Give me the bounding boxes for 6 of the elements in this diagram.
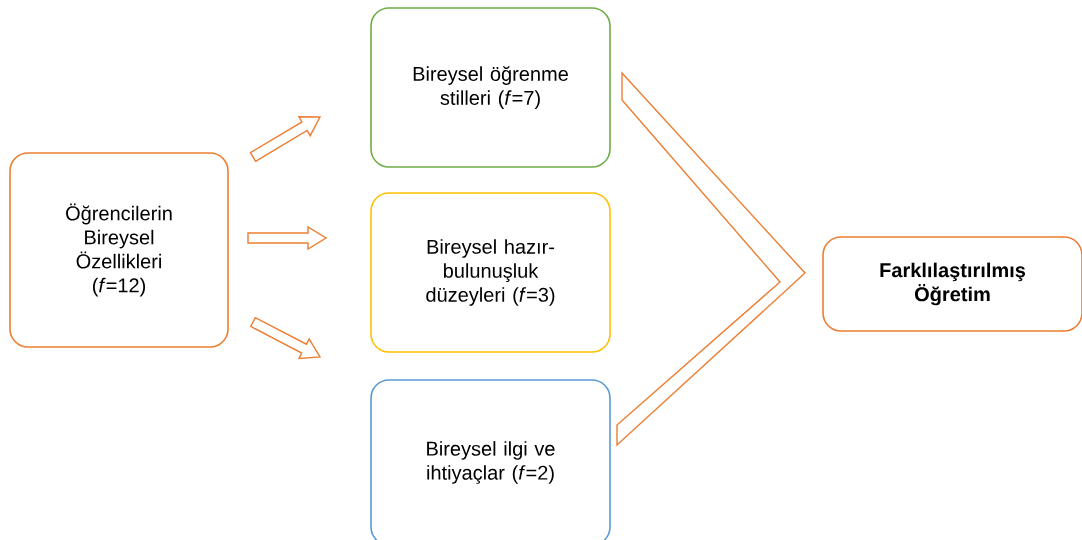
process-box: Farklılaştırılmış Öğretim <box>822 236 1082 332</box>
process-box: Bireysel hazır-bulunuşluk düzeyleri (f=3) <box>370 192 611 353</box>
block-arrow <box>247 225 328 251</box>
process-box: Bireysel ilgi ve ihtiyaçlar (f=2) <box>370 379 611 540</box>
process-box: Öğrencilerin Bireysel Özellikleri (f=12) <box>9 152 229 348</box>
process-box: Bireysel öğrenme stilleri (f=7) <box>370 7 611 168</box>
